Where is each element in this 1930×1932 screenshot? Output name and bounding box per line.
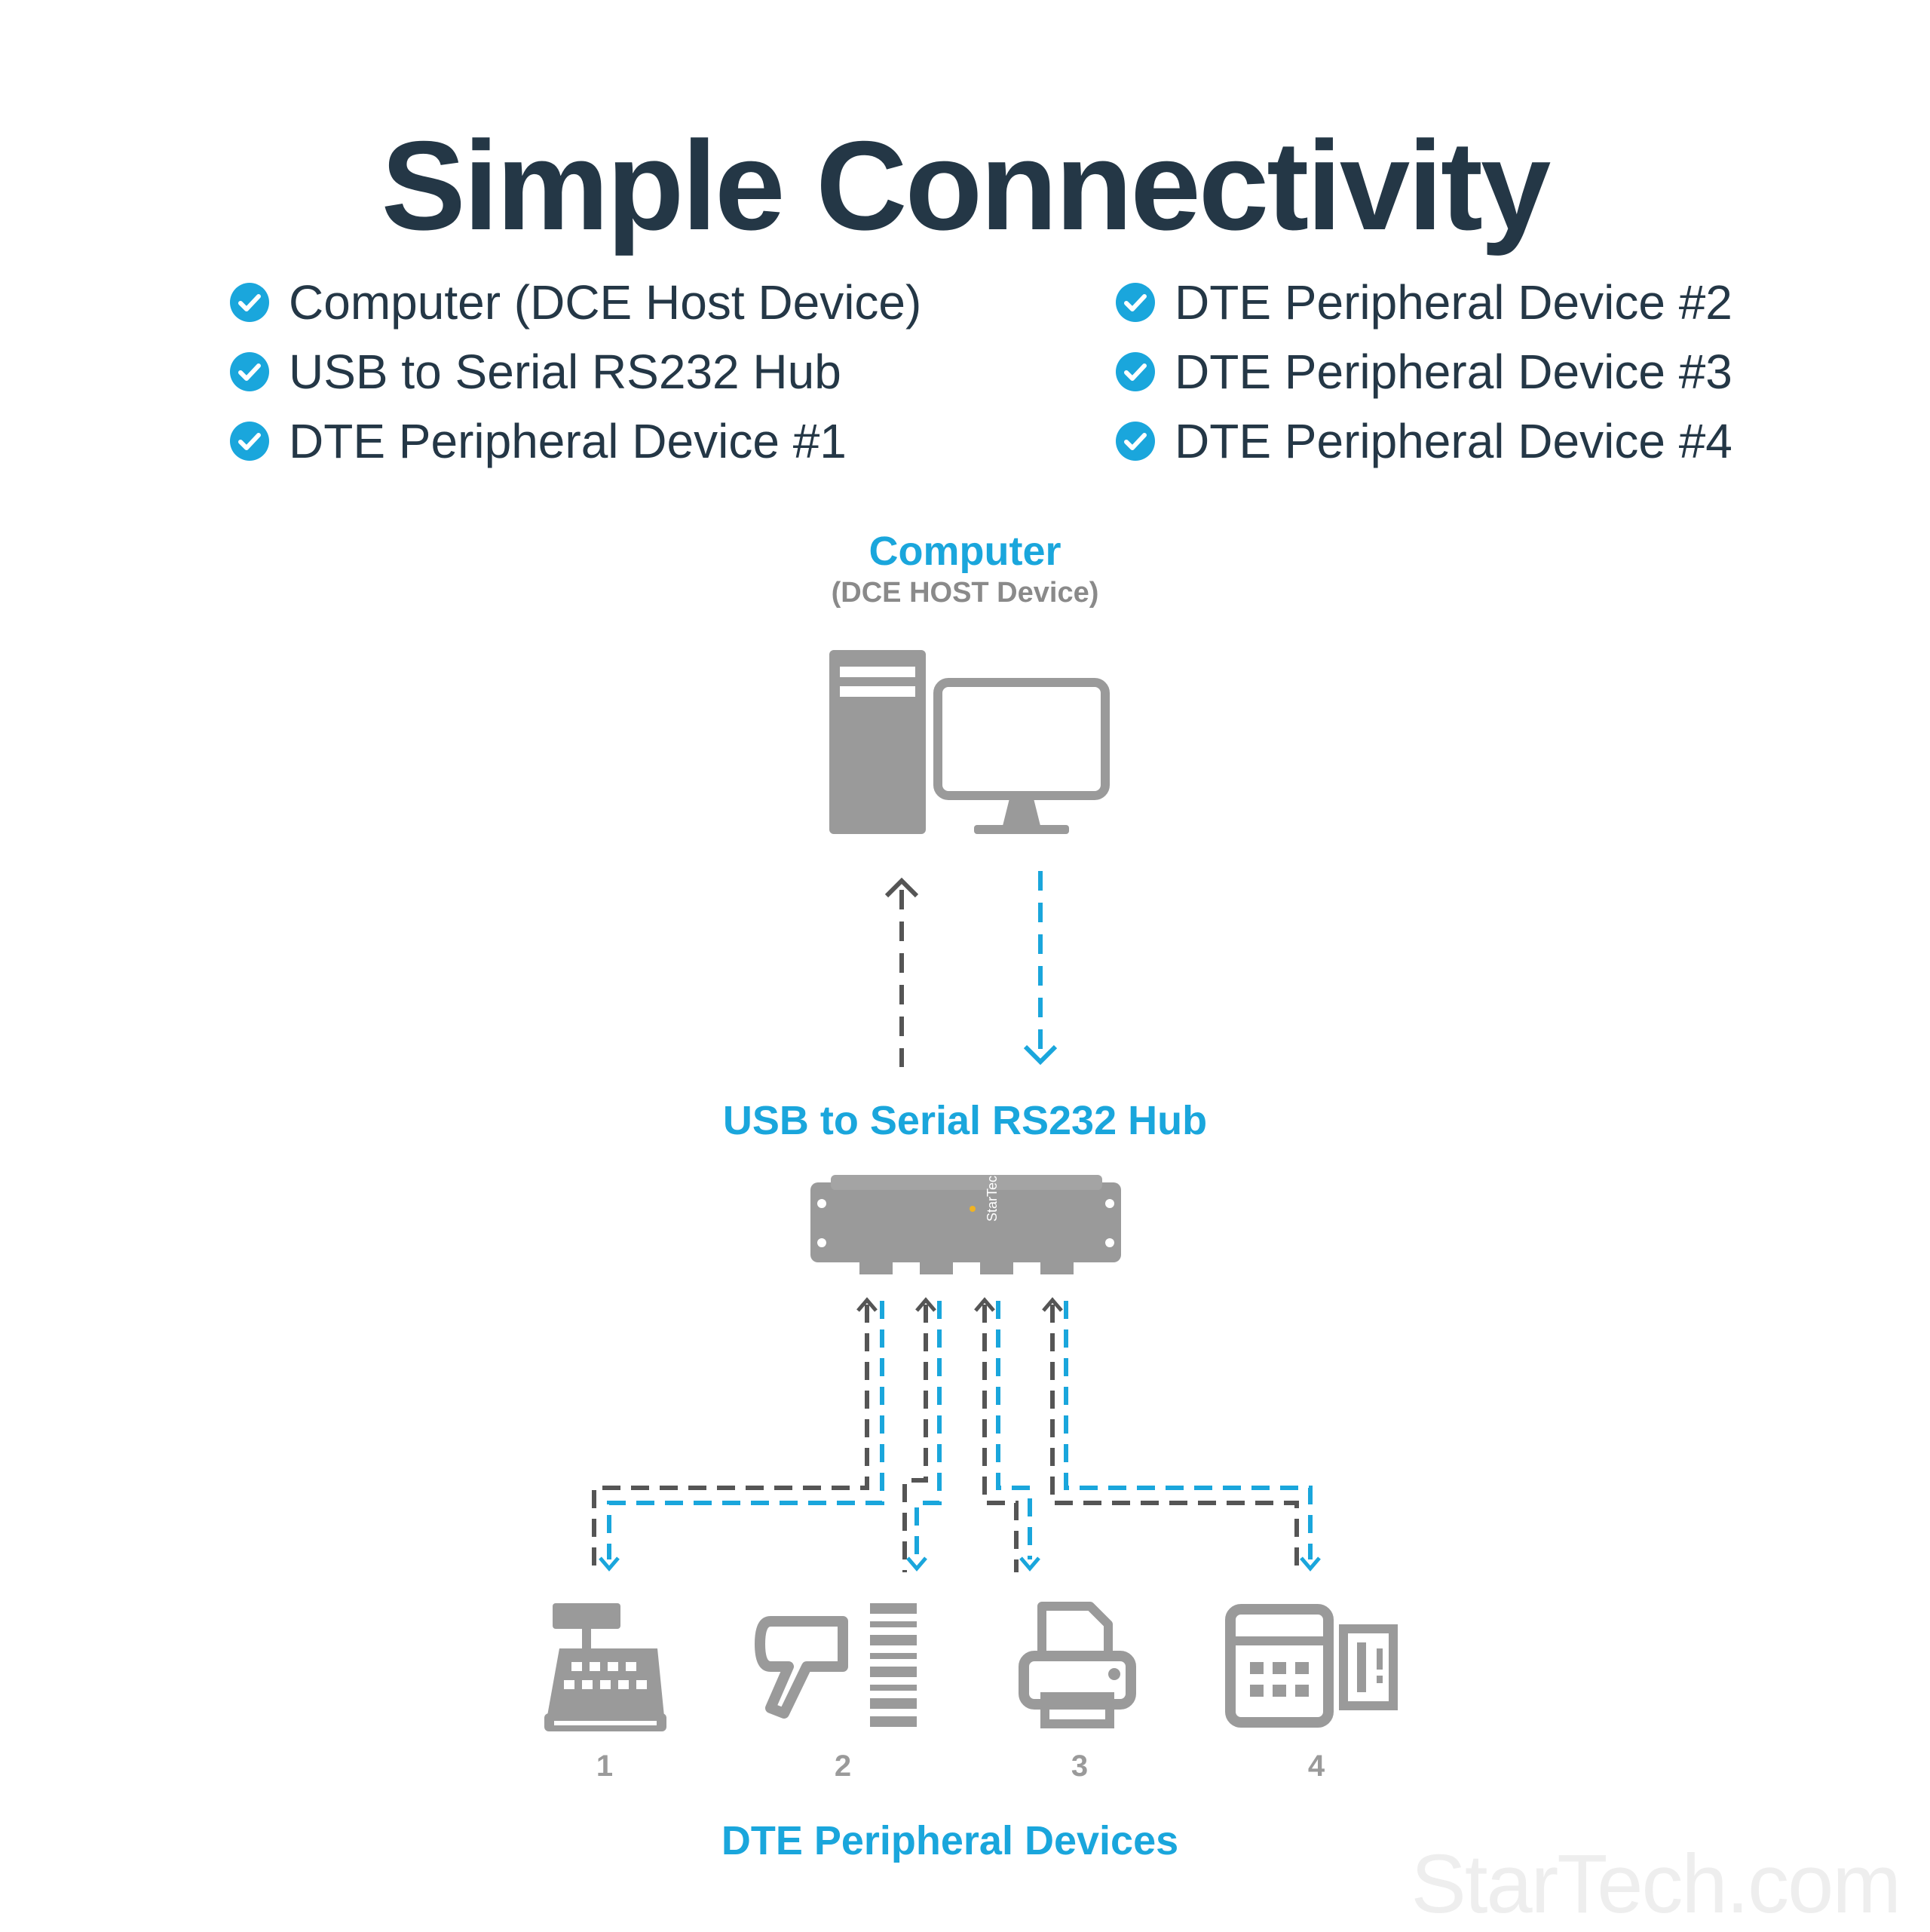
device-number: 4 <box>1307 1750 1325 1783</box>
checklist-item-label: DTE Peripheral Device #4 <box>1175 414 1732 468</box>
barcode-scanner-icon <box>755 1603 917 1727</box>
payment-terminal-icon <box>1225 1604 1398 1728</box>
checklist-item: DTE Peripheral Device #4 <box>1116 406 1930 476</box>
checklist-item: DTE Peripheral Device #2 <box>1116 268 1930 337</box>
check-icon <box>1116 283 1155 322</box>
checklist-item-label: DTE Peripheral Device #3 <box>1175 345 1732 399</box>
checklist-right: DTE Peripheral Device #2 DTE Peripheral … <box>1116 268 1930 476</box>
device-number: 1 <box>596 1750 614 1783</box>
hub-device-arrowheads <box>599 1297 1321 1572</box>
checklist-item: USB to Serial RS232 Hub <box>230 337 1097 406</box>
check-icon <box>230 352 269 391</box>
page-title: Simple Connectivity <box>381 115 1552 256</box>
checklist-item-label: USB to Serial RS232 Hub <box>289 345 841 399</box>
startech-watermark: StarTech.com <box>1411 1838 1901 1930</box>
computer-label: Computer <box>868 529 1062 574</box>
check-icon <box>1116 422 1155 461</box>
check-icon <box>230 422 269 461</box>
computer-sublabel: (DCE HOST Device) <box>831 577 1099 609</box>
desktop-computer-icon <box>829 650 1110 834</box>
usb-serial-hub-icon: StarTech <box>810 1168 1121 1274</box>
check-icon <box>1116 352 1155 391</box>
check-icon <box>230 283 269 322</box>
checklist-item-label: DTE Peripheral Device #1 <box>289 414 847 468</box>
checklist-item: DTE Peripheral Device #1 <box>230 406 1097 476</box>
checklist-item-label: Computer (DCE Host Device) <box>289 275 922 330</box>
hub-brand: StarTech <box>985 1168 1000 1222</box>
checklist-item: DTE Peripheral Device #3 <box>1116 337 1930 406</box>
hub-device-links <box>592 1301 1313 1572</box>
printer-icon <box>1019 1602 1136 1728</box>
cash-register-icon <box>544 1603 666 1731</box>
checklist-item-label: DTE Peripheral Device #2 <box>1175 275 1732 330</box>
devices-label: DTE Peripheral Devices <box>721 1818 1179 1863</box>
device-number: 2 <box>834 1750 852 1783</box>
computer-hub-link <box>884 871 1058 1067</box>
hub-label: USB to Serial RS232 Hub <box>722 1098 1208 1143</box>
checklist-left: Computer (DCE Host Device) USB to Serial… <box>230 268 1097 476</box>
checklist-item: Computer (DCE Host Device) <box>230 268 1097 337</box>
device-number: 3 <box>1071 1750 1089 1783</box>
